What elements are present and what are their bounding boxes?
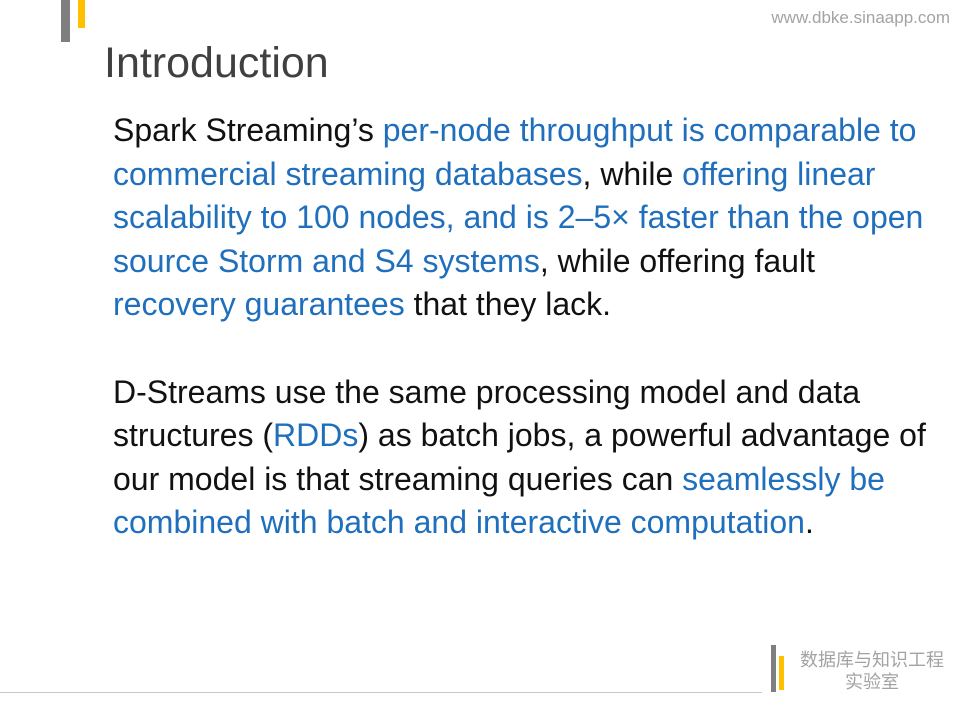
text-line: scalability to 100 nodes, and is 2–5× fa… (113, 196, 926, 240)
paragraph: D-Streams use the same processing model … (113, 371, 926, 545)
plain-phrase: D-Streams use the same processing model … (113, 373, 861, 410)
highlighted-phrase: seamlessly be (682, 460, 885, 497)
lab-name-line2: 实验室 (845, 672, 899, 693)
plain-phrase: . (804, 504, 814, 541)
text-line: D-Streams use the same processing model … (113, 371, 926, 415)
plain-phrase: , while (582, 155, 683, 192)
site-url: www.dbke.sinaapp.com (771, 8, 950, 27)
highlighted-phrase: RDDs (273, 417, 359, 454)
footer-divider (0, 692, 762, 693)
plain-phrase: Spark Streaming’s (113, 112, 383, 148)
lab-name: 数据库与知识工程 实验室 (792, 650, 952, 694)
plain-phrase: that they lack. (404, 286, 612, 323)
text-line: source Storm and S4 systems, while offer… (113, 240, 926, 284)
plain-phrase: , while offering fault (539, 242, 815, 279)
accent-bar-yellow-bottom (779, 656, 784, 690)
paragraph: Spark Streaming’s per-node throughput is… (113, 109, 926, 327)
text-line: combined with batch and interactive comp… (113, 501, 926, 545)
highlighted-phrase: recovery guarantees (113, 286, 405, 323)
highlighted-phrase: source Storm and S4 systems (113, 242, 540, 279)
highlighted-phrase: commercial streaming databases (113, 155, 583, 192)
highlighted-phrase: scalability to 100 nodes, and is 2–5× fa… (113, 199, 924, 236)
highlighted-phrase: per-node throughput is comparable to (382, 112, 917, 148)
text-line: Spark Streaming’s per-node throughput is… (113, 109, 926, 153)
highlighted-phrase: combined with batch and interactive comp… (113, 504, 805, 541)
plain-phrase: our model is that streaming queries can (113, 460, 683, 497)
text-line: our model is that streaming queries can … (113, 458, 926, 502)
accent-bar-yellow-top (78, 0, 85, 28)
accent-bar-gray-top (61, 0, 70, 42)
plain-phrase: structures ( (113, 417, 274, 454)
text-line: commercial streaming databases, while of… (113, 153, 926, 197)
lab-name-line1: 数据库与知识工程 (800, 650, 944, 671)
accent-bar-gray-bottom (771, 645, 776, 692)
plain-phrase: ) as batch jobs, a powerful advantage of (358, 417, 926, 454)
slide-title: Introduction (104, 39, 329, 87)
text-line: structures (RDDs) as batch jobs, a power… (113, 414, 926, 458)
text-line: recovery guarantees that they lack. (113, 283, 926, 327)
highlighted-phrase: offering linear (682, 155, 876, 192)
body-text: Spark Streaming’s per-node throughput is… (113, 109, 926, 545)
